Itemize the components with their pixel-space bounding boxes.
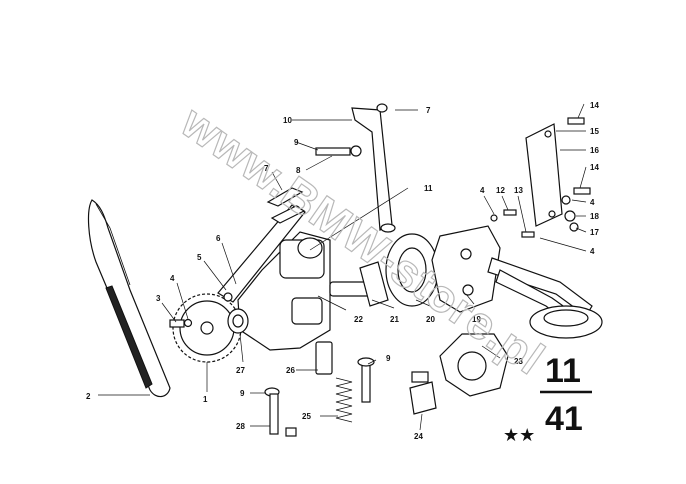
sprocket	[172, 293, 242, 363]
group-number: 11 41	[540, 352, 592, 438]
callout-16: 16	[590, 146, 599, 155]
callout-4-right: 4	[590, 198, 595, 207]
outer-rotor	[385, 233, 439, 307]
callout-9-top: 9	[294, 138, 299, 147]
small-bolts	[490, 117, 591, 238]
pickup-pipe	[351, 103, 396, 233]
callout-14-top: 14	[590, 101, 599, 110]
callout-4-low: 4	[590, 247, 595, 256]
rating-stars: ★★	[503, 425, 535, 446]
callout-27: 27	[236, 366, 245, 375]
long-bolt	[264, 387, 297, 437]
callout-4-left: 4	[170, 274, 175, 283]
callout-4-mid: 4	[480, 186, 485, 195]
sprocket-bolt	[169, 318, 193, 328]
timing-chain	[87, 199, 171, 398]
callout-28: 28	[236, 422, 245, 431]
callout-17: 17	[590, 228, 599, 237]
callout-18: 18	[590, 212, 599, 221]
callout-24: 24	[414, 432, 423, 441]
callout-7-top: 7	[426, 106, 431, 115]
callout-1: 1	[203, 395, 208, 404]
callout-22: 22	[354, 315, 363, 324]
relief-valve-piston	[315, 341, 333, 375]
pump-bracket	[217, 204, 306, 303]
pump-cover	[431, 225, 501, 313]
callout-6: 6	[216, 234, 221, 243]
group-number-top: 11	[545, 352, 581, 390]
callout-7-left: 7	[264, 164, 269, 173]
callout-11: 11	[424, 184, 433, 193]
callout-21: 21	[390, 315, 399, 324]
callout-9-right: 9	[386, 354, 391, 363]
cover-plate	[525, 123, 563, 227]
rotor-shaft	[329, 261, 389, 307]
oil-pump-housing	[227, 231, 331, 351]
callout-14-mid: 14	[590, 163, 599, 172]
callout-15: 15	[590, 127, 599, 136]
pipe-bolt	[315, 145, 362, 157]
callout-8: 8	[296, 166, 301, 175]
callout-12: 12	[496, 186, 505, 195]
callout-numbers: 1 2 3 4 5 6 7 8 9 10 7 11 4 12 13 14 15 …	[86, 101, 599, 441]
callout-25: 25	[302, 412, 311, 421]
callout-2: 2	[86, 392, 91, 401]
callout-5: 5	[197, 253, 202, 262]
group-number-bottom: 41	[545, 400, 583, 438]
callout-9-low: 9	[240, 389, 245, 398]
relief-valve-bolt	[357, 357, 375, 403]
callout-23: 23	[514, 357, 523, 366]
callout-13: 13	[514, 186, 523, 195]
suction-pipe	[487, 257, 603, 339]
callout-10: 10	[283, 116, 292, 125]
callout-20: 20	[426, 315, 435, 324]
relief-valve-spring	[335, 377, 353, 423]
callout-26: 26	[286, 366, 295, 375]
callout-19: 19	[472, 315, 481, 324]
plug-nut	[409, 371, 437, 415]
leader-lines	[98, 103, 587, 431]
callout-3: 3	[156, 294, 161, 303]
gasket-strips	[266, 187, 306, 224]
pump-gasket	[439, 333, 509, 397]
